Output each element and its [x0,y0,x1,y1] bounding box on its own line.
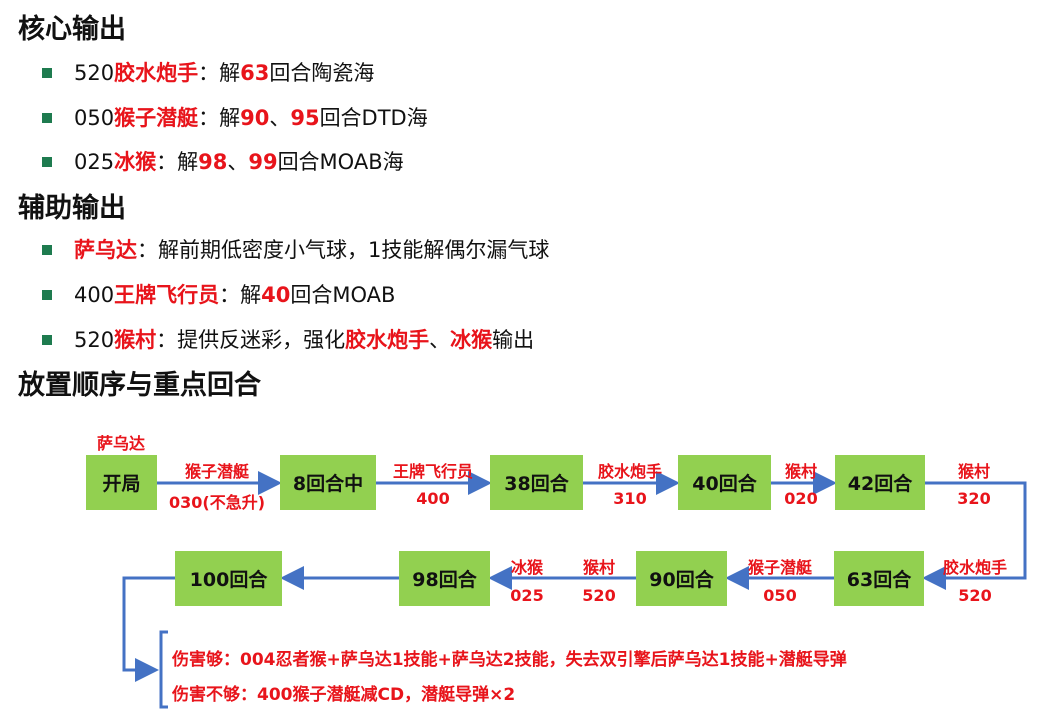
text: 、 [269,106,291,130]
edge-label: 猴子潜艇 [747,558,813,577]
edge-label: 猴村 [957,462,991,481]
text: ：解前期低密度小气球，1技能解偶尔漏气球 [137,238,550,262]
text: 63 [240,61,270,85]
bullet-item: 050猴子潜艇：解90、95回合DTD海 [42,103,428,133]
text: 、 [429,328,451,352]
node-start: 开局 [86,455,157,510]
edge-code: 020 [784,489,818,508]
edge-label: 猴村 [784,462,818,481]
bullet-item: 520猴村：提供反迷彩，强化胶水炮手、冰猴输出 [42,325,534,355]
edge-label: 猴村 [582,558,616,577]
text: 冰猴 [450,328,493,352]
note-enough-damage: 伤害够：004忍者猴+萨乌达1技能+萨乌达2技能，失去双引擎后萨乌达1技能+潜艇… [172,650,847,670]
text: 40 [261,283,291,307]
edge-label: 冰猴 [510,558,544,577]
text: 90 [240,106,270,130]
bullet-icon [42,335,52,345]
text: 95 [290,106,320,130]
bullet-item: 400王牌飞行员：解40回合MOAB [42,280,395,310]
text: 回合DTD海 [319,106,428,130]
text: 萨乌达 [74,238,137,262]
text: 胶水炮手 [345,328,430,352]
text: 99 [248,150,278,174]
text: 回合MOAB海 [277,150,404,174]
text: 输出 [492,328,535,352]
text: 400 [74,283,115,307]
edge-code: 025 [510,586,544,605]
text: 025 [74,150,115,174]
bullet-item: 520胶水炮手：解63回合陶瓷海 [42,58,374,88]
text: ：解 [198,106,241,130]
text: ：提供反迷彩，强化 [156,328,346,352]
node: 8回合中 [280,455,376,510]
text: 王牌飞行员 [114,283,220,307]
bullet-icon [42,245,52,255]
edge-label: 胶水炮手 [942,558,1008,577]
bullet-icon [42,68,52,78]
text: 98 [198,150,228,174]
text: 猴村 [114,328,157,352]
bullet-icon [42,290,52,300]
edge-label: 胶水炮手 [597,462,663,481]
bullet-icon [42,157,52,167]
edge-code: 520 [958,586,992,605]
text: ：解 [156,150,199,174]
text: 050 [74,106,115,130]
text: 520 [74,328,115,352]
edge-code: 320 [957,489,991,508]
note-insufficient-damage: 伤害不够：400猴子潜艇减CD，潜艇导弹×2 [172,685,516,705]
text: 冰猴 [114,150,157,174]
node: 90回合 [636,551,727,606]
bullet-item: 025冰猴：解98、99回合MOAB海 [42,147,404,177]
node: 38回合 [490,455,583,510]
node: 63回合 [834,551,924,606]
edge-label: 王牌飞行员 [392,462,474,481]
text: 回合MOAB [290,283,396,307]
edge-code: 030(不急升) [168,493,266,512]
node: 42回合 [835,455,925,510]
node: 100回合 [175,551,282,606]
bullet-icon [42,113,52,123]
heading-placement-order: 放置顺序与重点回合 [18,370,261,401]
text: 猴子潜艇 [114,106,199,130]
edge-code: 520 [582,586,616,605]
edge-code: 050 [763,586,797,605]
node: 40回合 [678,455,771,510]
heading-core-output: 核心输出 [18,14,126,45]
edge-code: 310 [613,489,647,508]
edge-label: 猴子潜艇 [184,462,250,481]
heading-aux-output: 辅助输出 [18,193,126,224]
node: 98回合 [399,551,490,606]
text: 、 [227,150,249,174]
text: ：解 [198,61,241,85]
top-label: 萨乌达 [96,434,146,453]
edge-code: 400 [416,489,450,508]
text: 回合陶瓷海 [269,61,375,85]
bullet-item: 萨乌达：解前期低密度小气球，1技能解偶尔漏气球 [42,235,549,265]
text: 520 [74,61,115,85]
text: 胶水炮手 [114,61,199,85]
text: ：解 [219,283,262,307]
